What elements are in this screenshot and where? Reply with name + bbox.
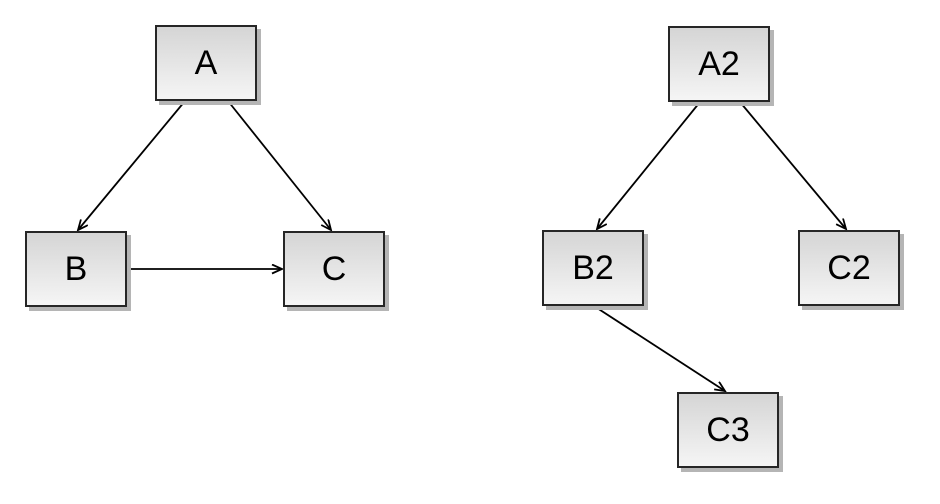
node-c3[interactable]: C3 bbox=[677, 392, 779, 468]
edge-b2-to-c3 bbox=[593, 305, 725, 391]
node-b2-label: B2 bbox=[572, 249, 614, 287]
edge-a-to-b bbox=[78, 100, 186, 230]
node-a2-label: A2 bbox=[698, 45, 740, 83]
node-a-label: A bbox=[194, 44, 218, 82]
node-a2[interactable]: A2 bbox=[668, 26, 770, 102]
node-b-label: B bbox=[64, 250, 88, 288]
node-a[interactable]: A bbox=[155, 25, 257, 101]
node-c2-label: C2 bbox=[827, 249, 871, 287]
node-c[interactable]: C bbox=[283, 231, 385, 307]
edge-a-to-c bbox=[227, 100, 331, 230]
node-c-label: C bbox=[321, 250, 347, 288]
edge-a2-to-c2 bbox=[739, 101, 846, 229]
node-b2[interactable]: B2 bbox=[542, 230, 644, 306]
node-c2[interactable]: C2 bbox=[798, 230, 900, 306]
node-c3-label: C3 bbox=[706, 411, 750, 449]
edge-a2-to-b2 bbox=[597, 101, 701, 229]
node-b[interactable]: B bbox=[25, 231, 127, 307]
